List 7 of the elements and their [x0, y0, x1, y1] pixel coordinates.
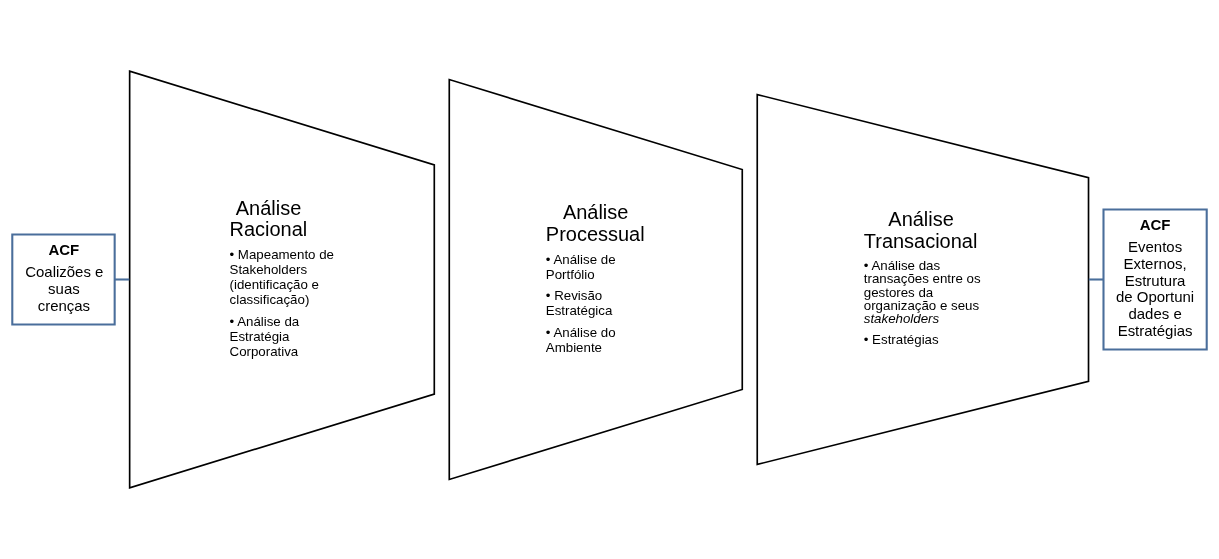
node-box: ACF Eventos Externos, Estrutura de Oportunidades e Estratégias: [1102, 208, 1208, 351]
node-box: Análise Processual • Análise de Portfólio • Revisão Estratégica • Análise do Ambiente: [448, 78, 744, 481]
node-box: Análise Racional • Mapeamento de Stakeholders (identificação e classificação) • Análise da Estratégia Corporativa: [128, 70, 436, 489]
connector: [1088, 278, 1104, 281]
node-box: Análise Transacional • Análise das transações entre os gestores da organização e seus stakeholders • Estratégias: [756, 93, 1090, 466]
node-box: ACF Coalizões e suas crenças: [11, 233, 116, 326]
connector: [114, 278, 130, 281]
